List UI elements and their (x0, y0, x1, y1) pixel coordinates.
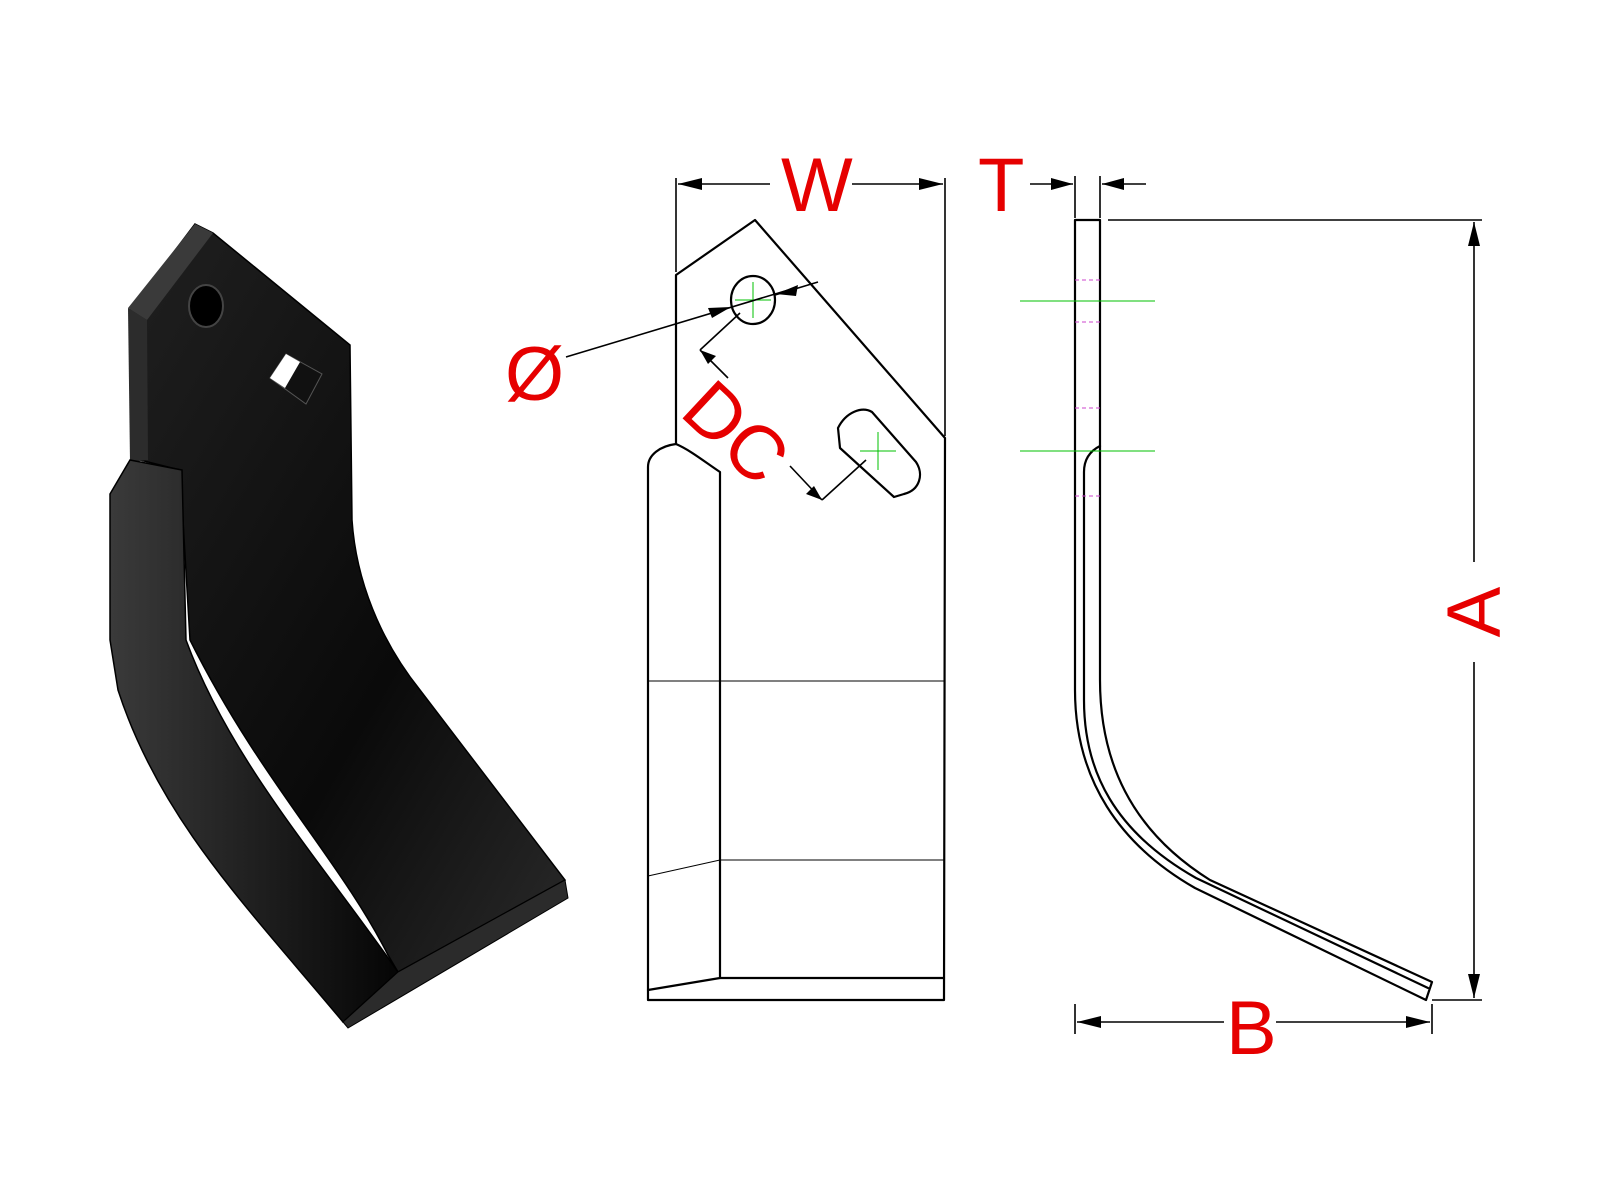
blade-front-view: W Ø DC (505, 143, 947, 1002)
blade-shank-top-bevel (128, 224, 213, 320)
blade-shank-edge (128, 308, 148, 462)
arrow-icon (1468, 974, 1480, 998)
arrow-icon (1077, 1016, 1101, 1028)
front-view-outline (646, 218, 947, 1002)
arrow-icon (1406, 1016, 1430, 1028)
front-view-bevel-left (646, 442, 722, 992)
side-view-outline (1073, 218, 1434, 1002)
arrow-icon (700, 350, 716, 364)
blade-3d-render (109, 223, 569, 1029)
side-view-inner-line (1082, 444, 1430, 990)
round-hole-icon (188, 284, 224, 328)
blade-shank-face (129, 223, 567, 974)
arrow-icon (1102, 178, 1124, 190)
front-round-hole (729, 274, 777, 326)
width-label: W (781, 143, 853, 228)
arrow-icon (678, 178, 702, 190)
hole-distance-label: DC (666, 364, 804, 501)
arrow-icon (919, 178, 943, 190)
arrow-icon (1468, 222, 1480, 246)
height-label: A (1432, 586, 1517, 637)
arrow-icon (708, 307, 731, 318)
blade-tip-face (342, 879, 569, 1029)
arrow-icon (1051, 178, 1073, 190)
thickness-label: T (978, 143, 1024, 228)
arrow-icon (806, 486, 822, 500)
reach-label: B (1226, 986, 1277, 1071)
front-oblong-slot (836, 408, 922, 499)
diameter-label: Ø (505, 332, 564, 417)
arrow-icon (776, 285, 798, 296)
blade-side-view: T A B (978, 143, 1517, 1071)
